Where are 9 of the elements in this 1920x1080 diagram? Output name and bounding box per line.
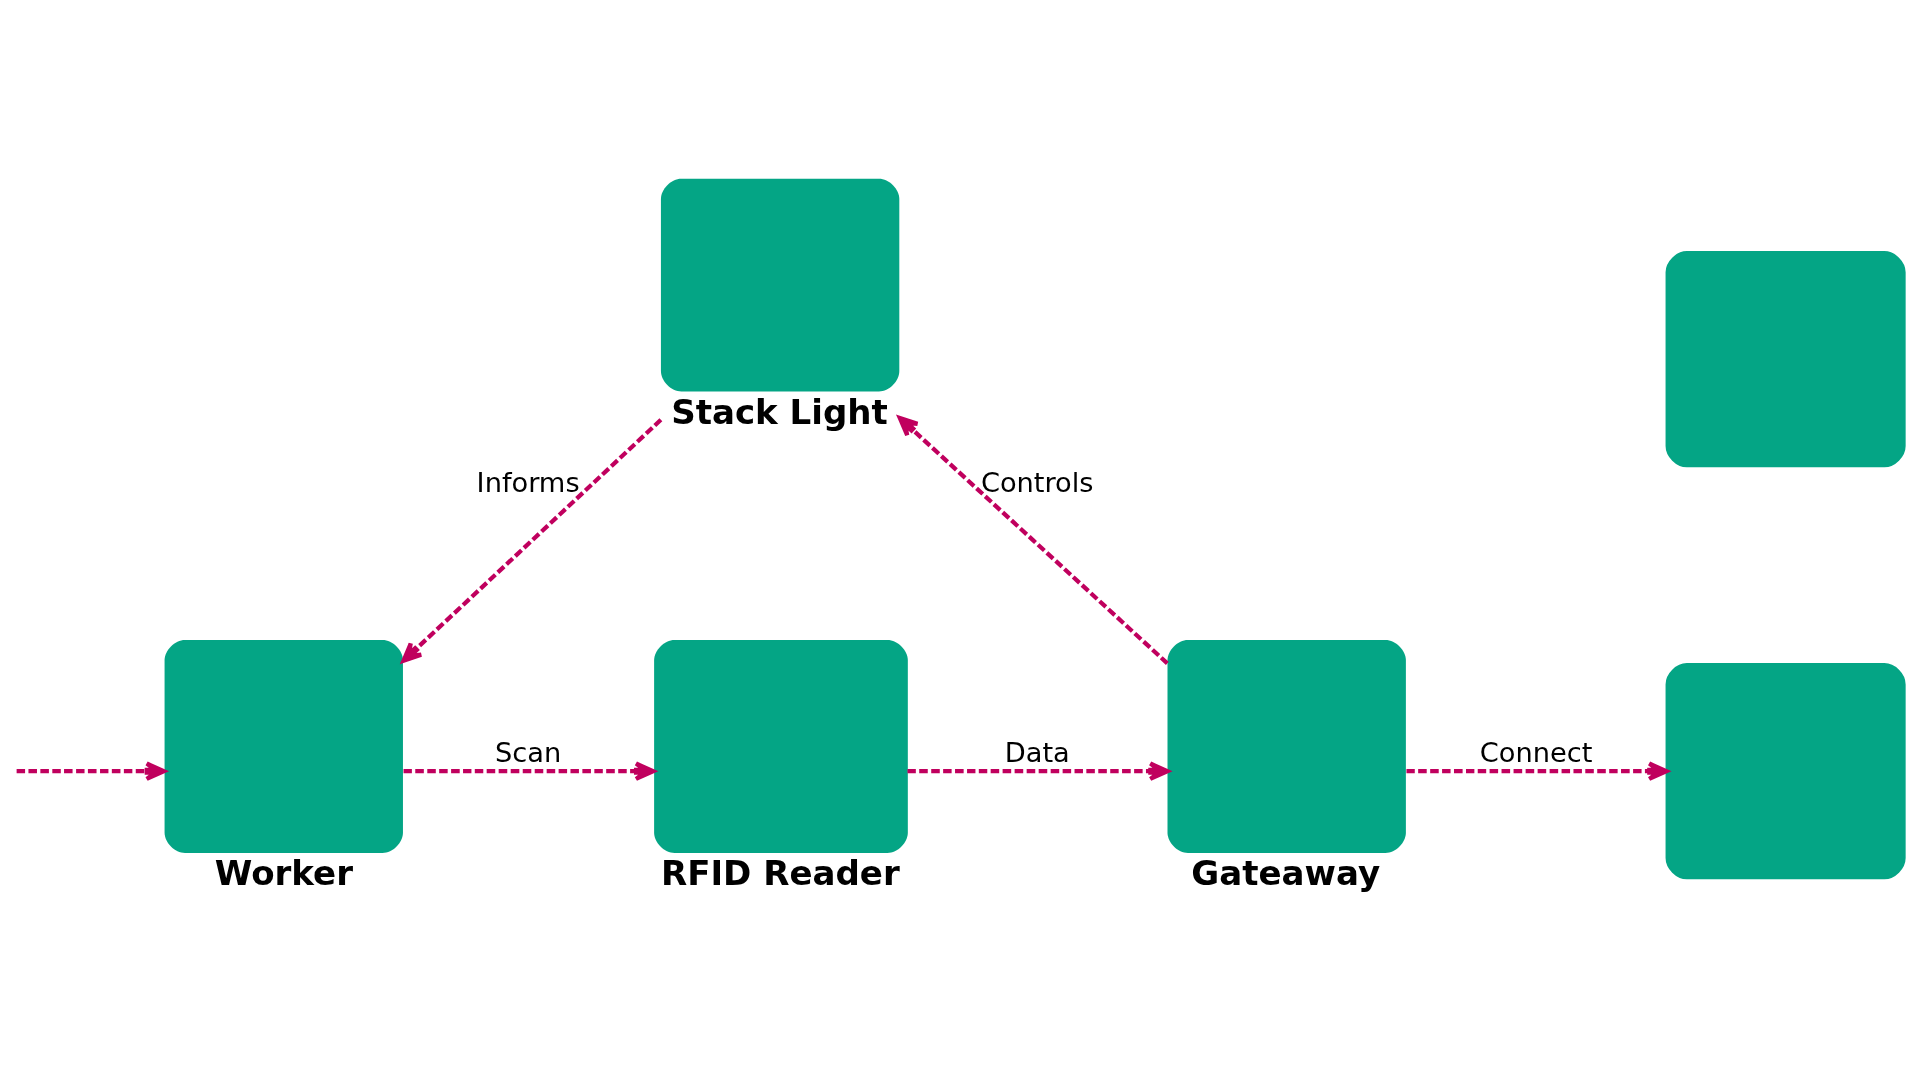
edge-label: Scan: [495, 736, 562, 768]
edge-label: Connect: [1479, 736, 1593, 768]
edge-label: Controls: [980, 466, 1094, 498]
node-label: Stack Light: [671, 391, 888, 432]
node-label: Gateaway: [1191, 852, 1381, 893]
edge-label: Data: [1004, 736, 1070, 768]
edge-label: Informs: [476, 466, 580, 498]
node-label: Worker: [214, 852, 353, 893]
node-label: RFID Reader: [660, 852, 900, 893]
